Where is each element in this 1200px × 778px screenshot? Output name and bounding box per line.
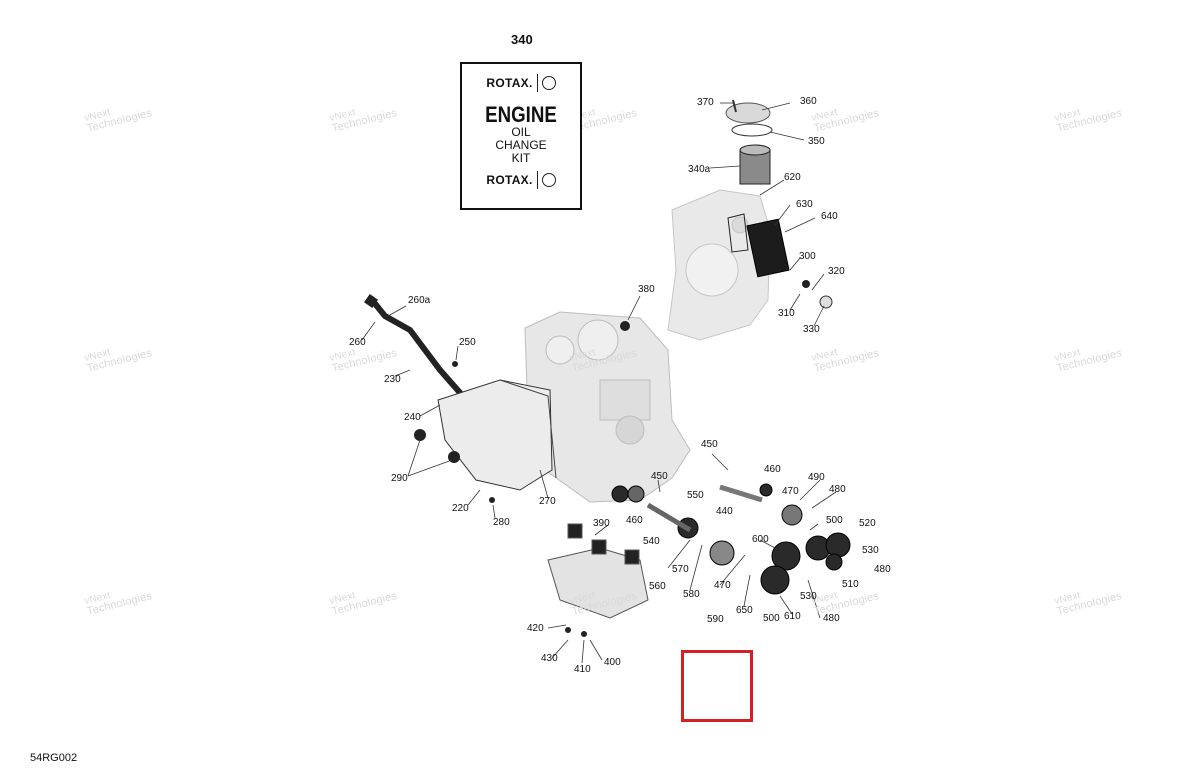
brand-row-top: ROTAX. <box>462 74 580 92</box>
callout-640[interactable]: 640 <box>821 211 838 222</box>
callout-280[interactable]: 280 <box>493 517 510 528</box>
callout-480[interactable]: 480 <box>829 484 846 495</box>
brand-divider <box>536 74 538 92</box>
kit-title: ENGINE <box>485 102 557 127</box>
callout-430[interactable]: 430 <box>541 653 558 664</box>
callout-520[interactable]: 520 <box>859 518 876 529</box>
callout-460[interactable]: 460 <box>626 515 643 526</box>
callout-610[interactable]: 610 <box>784 611 801 622</box>
callout-260[interactable]: 260 <box>349 337 366 348</box>
callout-260a[interactable]: 260a <box>408 295 431 306</box>
callout-270[interactable]: 270 <box>539 496 556 507</box>
callout-450[interactable]: 450 <box>701 439 718 450</box>
callout-580[interactable]: 580 <box>683 589 700 600</box>
callout-480[interactable]: 480 <box>874 564 891 575</box>
engine-block <box>524 311 691 503</box>
callout-230[interactable]: 230 <box>384 374 401 385</box>
callout-330[interactable]: 330 <box>803 324 820 335</box>
callout-410[interactable]: 410 <box>574 664 591 675</box>
callout-560[interactable]: 560 <box>649 581 666 592</box>
kit-line-change: CHANGE <box>495 138 547 152</box>
callout-450[interactable]: 450 <box>651 471 668 482</box>
callout-510[interactable]: 510 <box>842 579 859 590</box>
callout-540[interactable]: 540 <box>643 536 660 547</box>
callout-440[interactable]: 440 <box>716 506 733 517</box>
callout-400[interactable]: 400 <box>604 657 621 668</box>
engine-oil-change-kit-label[interactable]: ROTAX. ENGINE OIL CHANGE KIT ROTAX. <box>460 62 582 210</box>
callout-550[interactable]: 550 <box>687 490 704 501</box>
rotax-logo-text: ROTAX. <box>486 173 533 187</box>
callout-530[interactable]: 530 <box>862 545 879 556</box>
callout-530[interactable]: 530 <box>800 591 817 602</box>
highlight-reference-box <box>681 650 753 722</box>
callout-480[interactable]: 480 <box>823 613 840 624</box>
oil-filter <box>739 144 771 185</box>
oil-tank <box>437 379 557 491</box>
callout-500[interactable]: 500 <box>763 613 780 624</box>
callout-290[interactable]: 290 <box>391 473 408 484</box>
kit-line-kit: KIT <box>511 151 531 165</box>
callout-350[interactable]: 350 <box>808 136 825 147</box>
callout-250[interactable]: 250 <box>459 337 476 348</box>
pump-shaft <box>646 502 692 533</box>
fasteners <box>414 280 833 637</box>
callout-220[interactable]: 220 <box>452 503 469 514</box>
callout-570[interactable]: 570 <box>672 564 689 575</box>
callout-320[interactable]: 320 <box>828 266 845 277</box>
callout-630[interactable]: 630 <box>796 199 813 210</box>
callout-420[interactable]: 420 <box>527 623 544 634</box>
rear-cover <box>667 189 771 341</box>
kit-line-oil: OIL <box>511 125 531 139</box>
diagram-code: 54RG002 <box>30 752 78 764</box>
callout-380[interactable]: 380 <box>638 284 655 295</box>
callout-300[interactable]: 300 <box>799 251 816 262</box>
rotax-logo-text: ROTAX. <box>486 76 533 90</box>
callout-600[interactable]: 600 <box>752 534 769 545</box>
kit-part-number[interactable]: 340 <box>511 32 533 47</box>
callout-240[interactable]: 240 <box>404 412 421 423</box>
dipstick-tube <box>364 294 465 397</box>
leader-lines <box>361 102 837 664</box>
callout-490[interactable]: 490 <box>808 472 825 483</box>
brand-row-bottom: ROTAX. <box>462 171 580 189</box>
oil-cooler <box>727 213 790 278</box>
callout-340a[interactable]: 340a <box>688 164 711 175</box>
callout-470[interactable]: 470 <box>714 580 731 591</box>
callout-310[interactable]: 310 <box>778 308 795 319</box>
oil-filter-cap <box>725 99 773 137</box>
brp-emblem-icon <box>541 173 556 187</box>
callout-460[interactable]: 460 <box>764 464 781 475</box>
oil-pump-housing <box>547 523 649 619</box>
callout-370[interactable]: 370 <box>697 97 714 108</box>
brp-emblem-icon <box>541 76 556 90</box>
callout-650[interactable]: 650 <box>736 605 753 616</box>
gear-set <box>611 483 851 595</box>
callout-590[interactable]: 590 <box>707 614 724 625</box>
callout-500[interactable]: 500 <box>826 515 843 526</box>
callout-470[interactable]: 470 <box>782 486 799 497</box>
callout-620[interactable]: 620 <box>784 172 801 183</box>
brand-divider <box>536 171 538 189</box>
callout-360[interactable]: 360 <box>800 96 817 107</box>
callout-390[interactable]: 390 <box>593 518 610 529</box>
drive-shaft <box>719 484 763 503</box>
